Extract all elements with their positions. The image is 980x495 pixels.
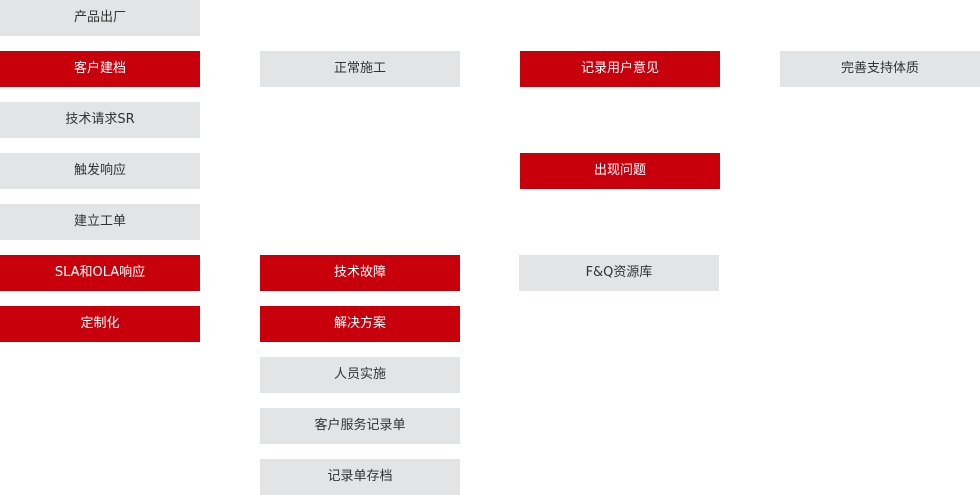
step-faq-repository: F&Q资源库 bbox=[519, 255, 719, 291]
step-trigger-response: 触发响应 bbox=[0, 153, 200, 189]
step-create-ticket: 建立工单 bbox=[0, 204, 200, 240]
step-technical-fault: 技术故障 bbox=[260, 255, 460, 291]
step-customer-profile: 客户建档 bbox=[0, 51, 200, 87]
step-staff-implementation: 人员实施 bbox=[260, 357, 460, 393]
step-record-user-feedback: 记录用户意见 bbox=[520, 51, 720, 87]
step-problem-occurs: 出现问题 bbox=[520, 153, 720, 189]
step-technical-request: 技术请求SR bbox=[0, 102, 200, 138]
step-service-record: 客户服务记录单 bbox=[260, 408, 460, 444]
step-sla-ola-response: SLA和OLA响应 bbox=[0, 255, 200, 291]
step-record-archive: 记录单存档 bbox=[260, 459, 460, 495]
step-product-shipment: 产品出厂 bbox=[0, 0, 200, 36]
step-customization: 定制化 bbox=[0, 306, 200, 342]
step-solution: 解决方案 bbox=[260, 306, 460, 342]
step-improve-support-system: 完善支持体质 bbox=[780, 51, 980, 87]
step-normal-construction: 正常施工 bbox=[260, 51, 460, 87]
